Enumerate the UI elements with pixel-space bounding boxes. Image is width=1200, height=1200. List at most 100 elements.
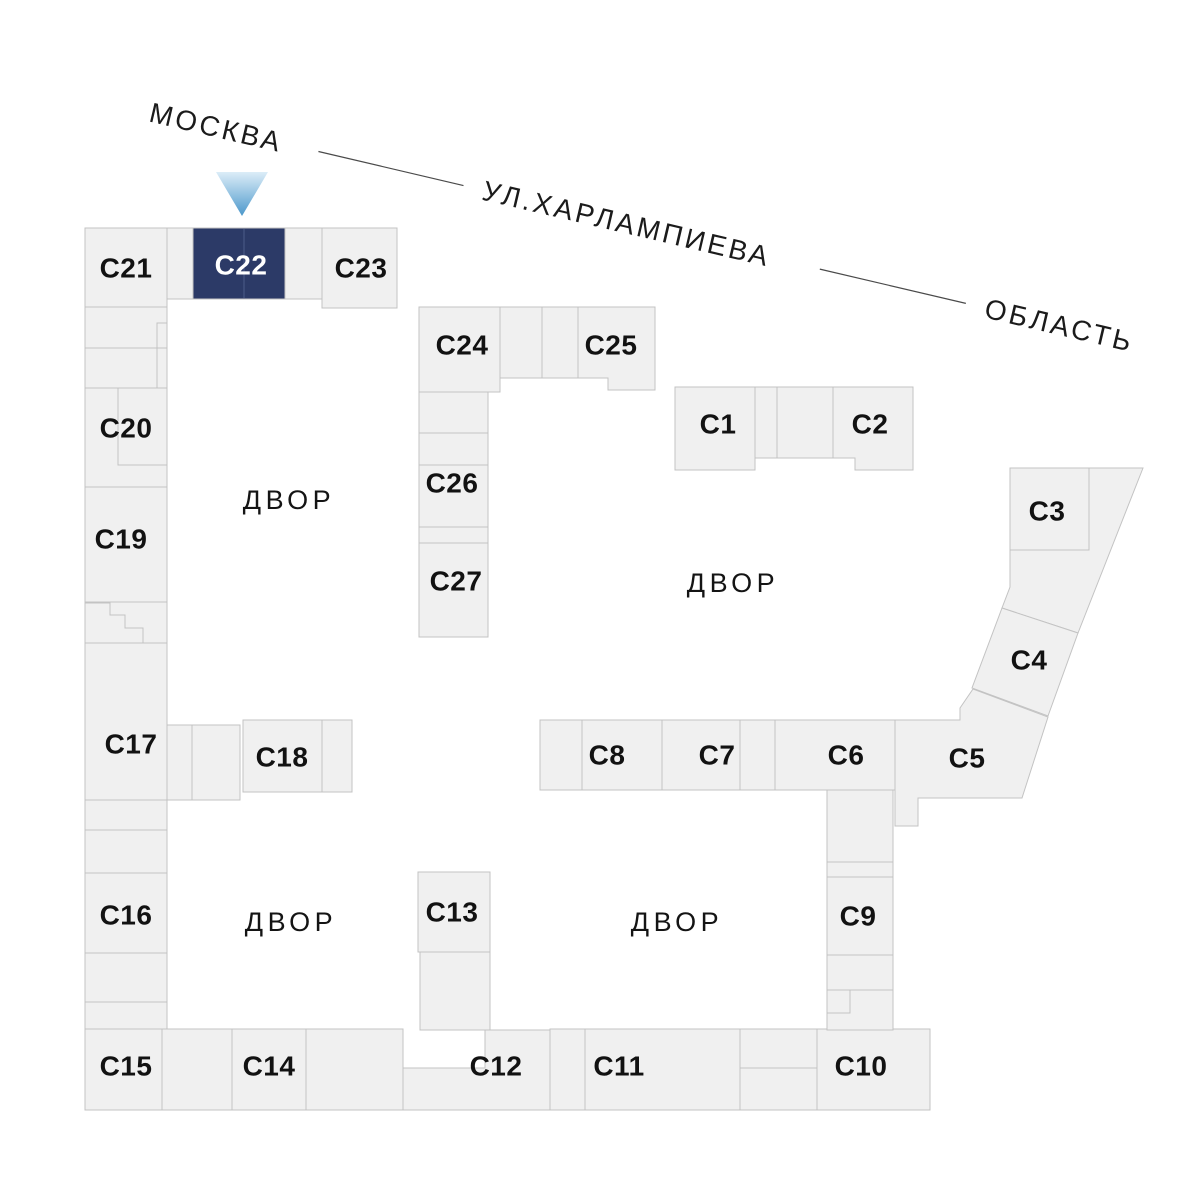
block-c11[interactable]: С11 — [584, 1028, 741, 1111]
block-label: С3 — [1029, 496, 1066, 527]
facade-detail-line — [827, 990, 851, 1014]
building-connector — [84, 306, 168, 349]
building-connector — [305, 1028, 404, 1111]
block-label: С7 — [699, 740, 736, 771]
block-label: С16 — [100, 900, 153, 931]
block-c21[interactable] — [84, 227, 168, 308]
block-label: С26 — [426, 468, 479, 499]
courtyard-label: ДВОР — [245, 907, 337, 937]
block-c6[interactable]: С6 — [774, 719, 896, 791]
courtyard-label: ДВОР — [631, 907, 723, 937]
block-label: С6 — [828, 740, 865, 771]
block-c24[interactable]: С24 — [418, 306, 501, 393]
building-connector — [418, 391, 489, 434]
building-connector — [84, 347, 168, 389]
street-line-right — [819, 268, 966, 304]
street-name-label: УЛ.ХАРЛАМПИЕВА — [479, 175, 773, 273]
building-connector — [84, 601, 168, 644]
street-region-label: ОБЛАСТЬ — [982, 293, 1137, 358]
block-c27[interactable]: С27 — [418, 542, 489, 638]
block-label: С27 — [430, 566, 483, 597]
block-c4[interactable]: С4 — [971, 607, 1079, 717]
block-label: С14 — [243, 1051, 296, 1082]
building-connector — [84, 799, 168, 831]
street-city-label: МОСКВА — [146, 97, 286, 158]
building-connector — [499, 306, 543, 379]
block-c5[interactable]: С5 — [894, 688, 1049, 827]
street-line-left — [318, 150, 464, 187]
building-connector — [826, 989, 894, 1031]
selected-building-marker-icon — [216, 172, 268, 216]
building-connector — [419, 951, 491, 1031]
building-connector — [84, 829, 168, 874]
block-label: С13 — [426, 897, 479, 928]
block-label: С23 — [335, 253, 388, 284]
block-label: С21 — [100, 253, 153, 284]
courtyard-label: ДВОР — [687, 568, 779, 598]
block-c20[interactable]: С20 — [84, 387, 168, 488]
block-c16[interactable]: С16 — [84, 872, 168, 954]
building-connector — [418, 432, 489, 466]
block-label: С19 — [95, 524, 148, 555]
block-label: С9 — [840, 901, 877, 932]
building-connector — [161, 1028, 233, 1111]
block-label: С17 — [105, 729, 158, 760]
block-c22-highlighted[interactable]: С22 — [192, 227, 286, 300]
block-label: С20 — [100, 413, 153, 444]
block-label: С18 — [256, 742, 309, 773]
facade-detail-line — [117, 388, 167, 466]
building-connector — [739, 719, 776, 791]
building-connector — [739, 1028, 818, 1111]
building-connector — [166, 227, 194, 300]
block-c23[interactable]: С23 — [321, 227, 398, 309]
block-label: С5 — [949, 743, 986, 774]
block-label: С4 — [1011, 645, 1048, 676]
building-connector — [539, 719, 583, 791]
building-connector — [541, 306, 579, 379]
building-connector — [549, 1028, 586, 1111]
block-c19[interactable]: С19 — [84, 486, 168, 603]
building-connector — [321, 719, 353, 793]
block-c3[interactable]: С3 — [1009, 467, 1090, 551]
block-c10[interactable]: С10 — [816, 1028, 931, 1111]
block-label: С1 — [700, 409, 737, 440]
block-c15[interactable]: С15 — [84, 1028, 163, 1111]
block-c25[interactable]: С25 — [577, 306, 656, 391]
block-label: С25 — [585, 330, 638, 361]
block-c8[interactable]: С8 — [581, 719, 663, 791]
building-connector — [84, 952, 168, 1003]
building-connector — [284, 227, 323, 300]
block-label: С24 — [436, 330, 489, 361]
block-c22-fill — [192, 227, 286, 300]
block-c17[interactable]: С17 — [84, 642, 168, 801]
courtyard-label: ДВОР — [243, 485, 335, 515]
stair-detail-line — [85, 602, 144, 643]
block-c7[interactable]: С7 — [661, 719, 741, 791]
block-c1[interactable]: С1 — [674, 386, 756, 471]
building-connector — [826, 861, 894, 878]
block-label: С2 — [852, 409, 889, 440]
building-connector — [418, 526, 489, 544]
block-c12[interactable]: С12 — [402, 1029, 551, 1111]
building-connector — [84, 1001, 168, 1030]
block-c14[interactable]: С14 — [231, 1028, 307, 1111]
facade-detail-line — [156, 322, 167, 388]
block-c9[interactable]: С9 — [826, 876, 894, 956]
building-connector — [826, 789, 894, 863]
block-c18[interactable]: С18 — [242, 719, 323, 793]
block-label: С22 — [215, 250, 268, 281]
block-label: С10 — [835, 1051, 888, 1082]
building-connector — [826, 954, 894, 991]
block-c2[interactable]: С2 — [832, 386, 914, 471]
building-connector — [776, 386, 834, 459]
building-connector — [754, 386, 778, 459]
building-connector — [191, 724, 241, 801]
building-connector — [166, 724, 193, 801]
block-label: С8 — [589, 740, 626, 771]
block-label: С12 — [470, 1051, 523, 1082]
block-label: С15 — [100, 1051, 153, 1082]
block-c26[interactable]: С26 — [418, 464, 489, 528]
block-c13[interactable]: С13 — [417, 871, 491, 953]
